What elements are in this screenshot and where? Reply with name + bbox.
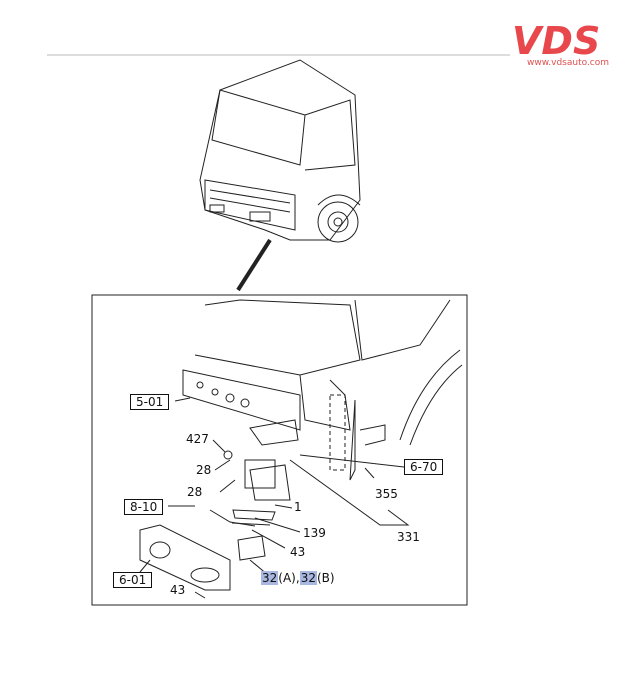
ref-6-70[interactable]: 6-70 <box>404 459 444 475</box>
part-32-callout: 32(A),32(B) <box>261 571 335 585</box>
truck-overview <box>199 59 361 243</box>
part-355[interactable]: 355 <box>375 487 398 501</box>
part-32b[interactable]: 32 <box>299 571 317 585</box>
logo-url: www.vdsauto.com <box>527 58 610 68</box>
separator: , <box>295 571 300 585</box>
part-43[interactable]: 43 <box>170 583 186 597</box>
part-28[interactable]: 28 <box>196 463 212 477</box>
part-32b-suffix: (B) <box>316 571 335 585</box>
svg-text:VDS: VDS <box>512 22 600 58</box>
detail-pointer <box>236 238 272 292</box>
detail-frame <box>91 294 468 606</box>
ref-6-01[interactable]: 6-01 <box>113 572 153 588</box>
part-28[interactable]: 28 <box>187 485 203 499</box>
part-427[interactable]: 427 <box>186 432 209 446</box>
part-139[interactable]: 139 <box>303 526 326 540</box>
part-1[interactable]: 1 <box>294 500 302 514</box>
vds-logo: VDS <box>512 22 612 70</box>
ref-5-01[interactable]: 5-01 <box>130 394 170 410</box>
ref-8-10[interactable]: 8-10 <box>124 499 164 515</box>
part-32a[interactable]: 32 <box>261 571 279 585</box>
part-32a-suffix: (A) <box>278 571 296 585</box>
part-331[interactable]: 331 <box>397 530 420 544</box>
part-43[interactable]: 43 <box>290 545 306 559</box>
detail-cab <box>139 299 463 599</box>
